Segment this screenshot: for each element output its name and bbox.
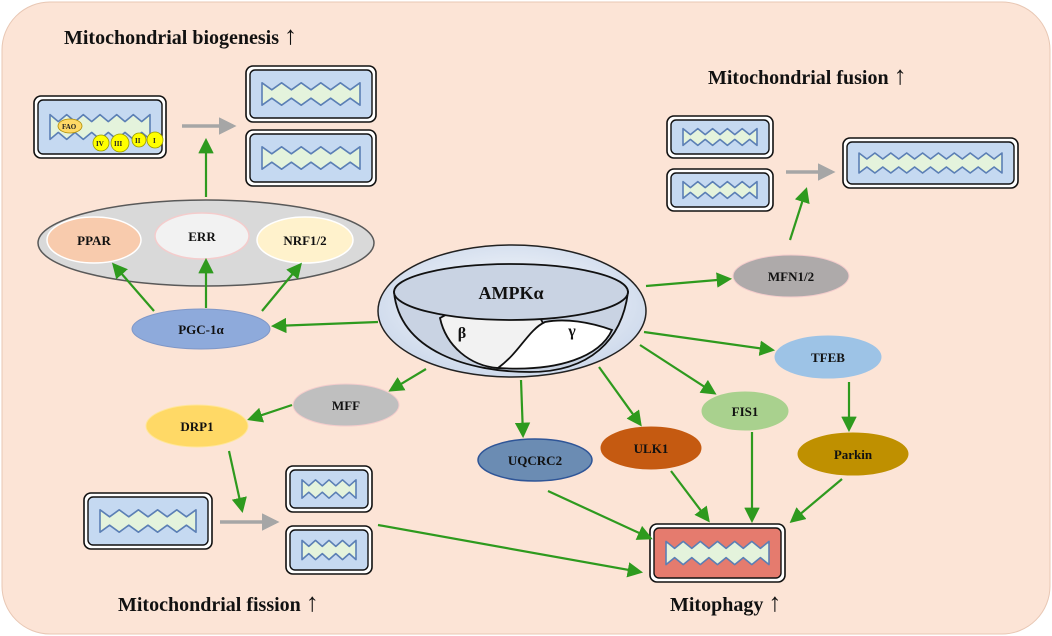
arrow-uqcrc2-to-mitophagy	[547, 490, 653, 540]
arrow-mff-to-drp1	[247, 403, 293, 423]
arrow-drp1-to-fission	[227, 450, 247, 514]
complex-i	[146, 131, 164, 149]
ampk-gamma-subunit	[495, 319, 614, 370]
complex-iii	[110, 133, 130, 153]
arrow-ulk1-to-mitophagy	[670, 470, 710, 523]
fis1-label: FIS1	[732, 404, 759, 419]
svg-text:I: I	[153, 137, 156, 145]
mitochondrion-mitophagy	[649, 523, 786, 583]
ampk-alpha-label: AMPKα	[478, 283, 543, 303]
tfeb-node	[774, 335, 882, 379]
title-fusion: Mitochondrial fusion ↑	[708, 61, 907, 90]
ppar-node	[46, 216, 142, 264]
mitochondrion-fission-result-2	[285, 525, 373, 575]
complex-ii	[131, 132, 147, 148]
nrf-node	[256, 216, 354, 264]
arrow-ampk-to-fis1	[639, 344, 717, 395]
mff-label: MFF	[332, 398, 360, 413]
parkin-node	[797, 432, 909, 476]
uqcrc2-label: UQCRC2	[508, 453, 562, 468]
mitochondrion-biogenesis-result-1	[245, 65, 377, 123]
ampk-beta-label: β	[458, 325, 466, 342]
nrf-label: NRF1/2	[283, 233, 326, 248]
arrow-ampk-to-mff	[388, 368, 427, 392]
title-fission: Mitochondrial fission ↑	[118, 588, 319, 617]
svg-text:II: II	[135, 137, 141, 145]
mitochondrion-fusion-result	[842, 137, 1019, 189]
mitochondrion-fusion-source-2	[666, 168, 774, 212]
pgc1a-label: PGC-1α	[178, 322, 224, 337]
drp1-label: DRP1	[180, 419, 213, 434]
tfeb-label: TFEB	[811, 350, 845, 365]
svg-text:IV: IV	[96, 140, 104, 148]
arrow-parkin-to-mitophagy	[789, 478, 843, 523]
pgc1a-node	[131, 308, 271, 350]
ulk1-node	[600, 426, 702, 470]
err-label: ERR	[188, 229, 216, 244]
title-mitophagy: Mitophagy ↑	[670, 588, 781, 617]
uqcrc2-node	[477, 438, 593, 482]
up-arrow-icon: ↑	[894, 61, 907, 90]
fis1-node	[701, 391, 789, 431]
parkin-label: Parkin	[834, 447, 873, 462]
arrow-ampk-to-tfeb	[643, 330, 776, 356]
drp1-node	[145, 404, 249, 448]
arrow-mfn-to-fusion	[788, 187, 810, 241]
arrow-pgc1a-to-nrf	[261, 262, 302, 312]
fao-complex	[57, 118, 83, 134]
mitochondrion-fission-source	[83, 492, 213, 550]
complex-iv	[92, 134, 110, 152]
arrow-pgc1a-to-ppar	[111, 262, 155, 312]
up-arrow-icon: ↑	[306, 588, 319, 617]
etc-complexes: FAO IV III II I	[57, 118, 164, 153]
mfn-label: MFN1/2	[768, 269, 814, 284]
arrow-ampk-to-uqcrc2	[514, 379, 531, 439]
mff-node	[292, 383, 400, 427]
mfn-node	[732, 254, 850, 298]
arrow-fission-to-mitophagy	[377, 523, 644, 578]
ulk1-label: ULK1	[634, 441, 669, 456]
svg-text:FAO: FAO	[62, 123, 77, 131]
mitochondrion-fission-result-1	[285, 465, 373, 513]
ampk-alpha-lid	[393, 263, 629, 321]
ampk-complex: AMPKα β γ	[377, 244, 647, 378]
title-biogenesis: Mitochondrial biogenesis ↑	[64, 21, 297, 50]
ppar-label: PPAR	[77, 233, 111, 248]
ampk-gamma-label: γ	[567, 323, 576, 340]
up-arrow-icon: ↑	[284, 21, 297, 50]
mitochondrion-fusion-source-1	[666, 115, 774, 159]
mitochondrion-biogenesis-result-2	[245, 129, 377, 187]
up-arrow-icon: ↑	[768, 588, 781, 617]
arrow-ampk-to-mfn	[645, 272, 733, 288]
arrow-ampk-to-pgc1a	[270, 317, 379, 334]
svg-text:III: III	[114, 140, 122, 148]
arrow-ampk-to-ulk1	[598, 366, 642, 427]
